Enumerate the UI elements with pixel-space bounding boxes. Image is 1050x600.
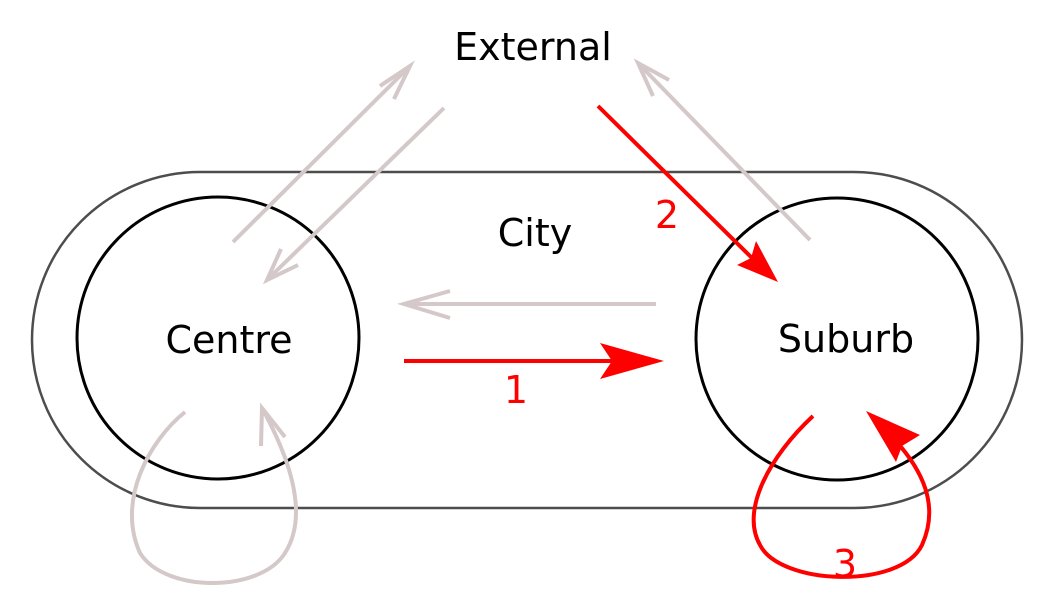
city-boundary [30,170,1024,510]
flow-3-number: 3 [833,542,857,586]
external-to-centre-arrowhead [262,248,299,285]
flow-1-number: 1 [504,368,528,412]
centre-to-external-arrowhead [378,60,416,100]
centre-internal-loop-arrowhead [259,402,287,447]
suburb-label: Suburb [778,317,914,361]
centre-internal-loop [130,407,298,585]
flow-3-arrowhead [866,411,920,462]
suburb-circle [694,196,980,482]
centre-label: Centre [165,318,292,362]
suburb-to-external-arrow [636,61,812,242]
external-label: External [454,25,612,69]
flow-2-arrow [596,104,754,260]
flow-1-arrowhead [600,343,664,379]
city-label: City [498,211,572,255]
centre-to-external-arrow [231,64,412,244]
centre-circle [75,195,361,481]
highlight-arrows [404,104,932,579]
muted-arrows [130,58,812,585]
suburb-to-centre-arrowhead [396,289,451,320]
external-to-centre-arrow [265,106,446,282]
flow-2-number: 2 [655,193,679,237]
flow-2-arrowhead [737,241,778,282]
flow-3-loop [751,414,932,579]
suburb-to-external-arrowhead [633,58,670,97]
